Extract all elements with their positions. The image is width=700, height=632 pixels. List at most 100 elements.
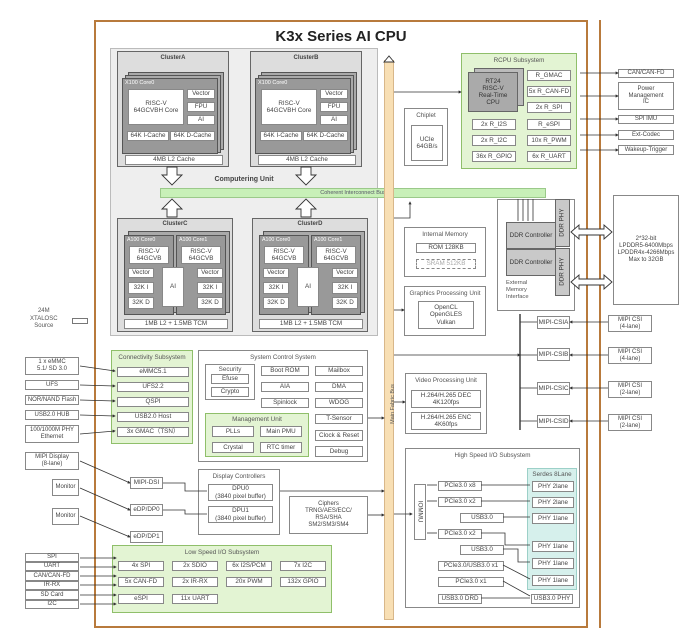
ext-monitor: Monitor [52,479,79,496]
icache: 32K I [263,282,289,294]
vector-unit: Vector [187,89,215,99]
ucie: UCIe 64GB/s [411,125,443,161]
vector-unit: Vector [332,268,358,278]
vpu-enc: H.264/H.265 ENC 4K60fps [411,412,481,430]
phy: PHY 2lane [532,497,574,508]
gpu: Graphics Processing Unit OpenCL OpenGLES… [404,286,486,336]
main-fabric-bus-label: Main Fabric Bus [390,384,396,424]
system-control: System Control System Security Efuse Cry… [198,350,368,462]
dcache: 64K D-Cache [303,131,348,141]
security-title: Security [218,366,242,373]
edp-dp1: eDP/DP1 [130,531,163,543]
chiplet-title: Chiplet [416,112,436,119]
vpu-title: Video Processing Unit [415,377,477,384]
sysctl-item: Debug [315,446,363,457]
l2-tcm: 1MB L2 + 1.5MB TCM [259,319,363,329]
icache: 32K I [332,282,358,294]
display-title: Display Controllers [212,473,266,480]
rcpu-item: 5x R_CAN-FD [527,86,571,97]
dcache: 32K D [197,297,223,309]
lsio-item: 132x GPIO [280,577,326,587]
gpu-title: Graphics Processing Unit [409,290,481,297]
core-label: X100 Core0 [125,80,155,86]
icache: 64K I-Cache [127,131,169,141]
dcache: 32K D [332,297,358,309]
ai-unit: AI [320,115,348,125]
mipi-dsi: MIPI-DSI [130,477,163,489]
sysctl-item: WDOG [315,398,363,408]
ext-wakeup: Wakeup-Trigger [618,145,674,155]
xtal-source: 24M XTALOSC Source [30,308,58,329]
ai-unit: AI [187,115,215,125]
management-title: Management Unit [232,416,282,423]
phy: PHY 1lane [532,513,574,524]
sysctl-item: Boot ROM [261,366,309,376]
ddr-phy-0: DDR PHY [555,199,570,247]
ddr-controller-1: DDR Controller [506,249,556,276]
sysctl-item: Spinlock [261,398,309,408]
ext-lsio: CAN/CAN-FD [25,571,79,581]
ext-mipi-csi: MIPI CSI (2-lane) [608,381,652,398]
riscv-core: RISC-V 64GCVB [316,246,356,264]
display-controllers: Display Controllers DPU0 (3840 pixel buf… [198,469,280,535]
core-label: X100 Core0 [258,80,288,86]
sysctl-item: AIA [261,382,309,392]
ext-lsio: SD Card [25,590,79,600]
mgmt-item: PLLs [212,426,254,437]
serdes: Serdes 8Lane PHY 2lane PHY 2lane PHY 1la… [527,468,577,590]
internal-memory-title: Internal Memory [422,231,468,238]
mgmt-item: Main PMU [260,426,302,437]
ai-unit: AI [297,267,319,307]
chiplet: Chiplet UCIe 64GB/s [404,108,448,166]
serdes-title: Serdes 8Lane [532,471,572,478]
dcache: 32K D [128,297,154,309]
hsio-controller: PCIe3.0 x2 [438,497,482,507]
external-boundary-line [599,20,601,628]
riscv-core: RISC-V 64GCVB [129,246,169,264]
riscv-core: RISC-V 64GCVBH Core [128,89,184,125]
cluster-c: ClusterC A100 Core0 RISC-V 64GCVB Vector… [117,218,233,332]
rcpu-item: 36x R_GPIO [472,151,516,162]
l2-tcm: 1MB L2 + 1.5MB TCM [124,319,228,329]
l2-cache: 4MB L2 Cache [258,155,356,165]
hsio-controller: PCIe3.0 x2 [438,529,482,539]
crypto: Crypto [211,387,249,397]
dpu0: DPU0 (3840 pixel buffer) [208,484,273,501]
ext-mipi-csi: MIPI CSI (4-lane) [608,315,652,332]
edp-dp0: eDP/DP0 [130,504,163,516]
icache: 64K I-Cache [260,131,302,141]
efuse: Efuse [211,374,249,384]
rcpu-item: 6x R_UART [527,151,571,162]
main-fabric-bus: Main Fabric Bus [384,60,396,620]
lsio-item: 7x I2C [280,561,326,571]
hsio-controller: USB3.0 [460,545,504,555]
ext-conn: 100/1000M PHY Ethernet [25,425,79,443]
ext-conn: 1 x eMMC 5.1/ SD 3.0 [25,357,79,375]
ext-can: CAN/CAN-FD [618,69,674,78]
low-speed-io: Low Speed I/O Subsystem 4x SPI 2x SDIO 6… [112,545,332,613]
lsio-item: 2x SDIO [172,561,218,571]
lsio-item: 6x I2S/PCM [226,561,272,571]
mipi-csi-b: MIPI-CSIB [537,348,570,361]
core0-label: A100 Core0 [262,237,291,243]
rcpu-item: 2x R_I2S [472,119,516,130]
ext-conn: NOR/NAND Flash [25,395,79,405]
ciphers: Ciphers TRNG/AES/ECC/ RSA/SHA SM2/SM3/SM… [289,496,368,534]
ddr-controller-0: DDR Controller [506,222,556,249]
diagram-title: K3x Series AI CPU [275,28,407,45]
cluster-name: ClusterA [160,55,186,61]
ext-mipi-csi: MIPI CSI (2-lane) [608,414,652,431]
ext-mipi-csi: MIPI CSI (4-lane) [608,347,652,364]
ext-codec: Ext-Codec [618,130,674,140]
hsio-title: High Speed I/O Subsystem [454,452,531,459]
core1-label: A100 Core1 [179,237,208,243]
rcpu-subsystem: RCPU Subsystem RT24 RISC-V Real-Time CPU… [461,53,577,169]
hsio-controller: PCIe3.0/USB3.0 x1 [438,561,504,571]
ext-lsio: I2C [25,600,79,609]
icache: 32K I [197,282,223,294]
cluster-name: ClusterC [162,221,188,227]
rcpu-item: 2x R_SPI [527,102,571,113]
coherent-interconnect-bus: Coherent Interconnect Bus [160,188,546,198]
conn-item: 3x GMAC（TSN） [117,427,189,437]
ext-lpddr: 2*32-bit LPDDR5-6400Mbps LPDDR4x-4266Mbp… [613,195,679,305]
